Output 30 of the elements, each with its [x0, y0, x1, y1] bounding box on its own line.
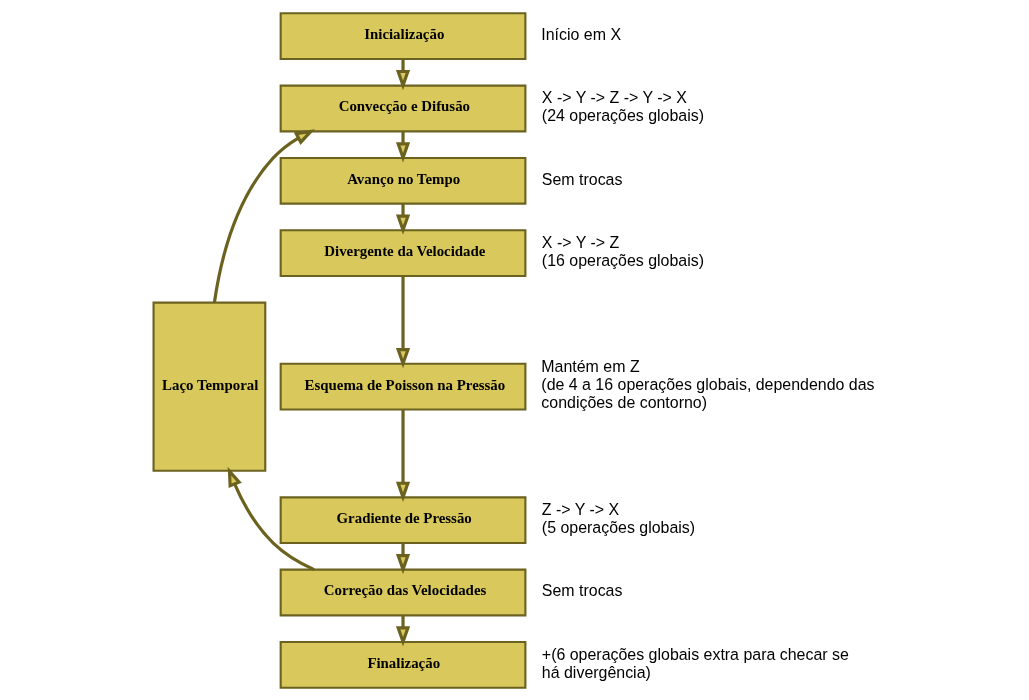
node-label: (24 operações globais): [541, 106, 704, 124]
arrow: [395, 130, 410, 162]
node-box: Convecção e Difusão: [279, 84, 526, 132]
arrow: [227, 466, 315, 571]
node-box: Inicialização: [279, 11, 526, 60]
node-label: X -> Y -> Z: [541, 233, 619, 251]
arrow: [395, 614, 410, 647]
node-box: Avanço no Tempo: [279, 156, 526, 205]
node-box: Divergente da Velocidade: [279, 228, 526, 277]
node-label: Z -> Y -> X: [541, 500, 619, 518]
node-box: Gradiente de Pressão: [279, 495, 526, 544]
arrow: [212, 128, 315, 303]
node-box: Esquema de Poisson na Pressão: [279, 362, 526, 411]
arrow: [395, 275, 410, 368]
arrow: [395, 58, 410, 90]
node-label: Sem trocas: [541, 581, 622, 599]
arrow: [395, 409, 410, 502]
node-box: Correção das Velocidades: [279, 568, 526, 616]
node-box: Finalização: [279, 640, 526, 689]
node-label: (5 operações globais): [541, 518, 695, 536]
node-label: X -> Y -> Z -> Y -> X: [541, 88, 687, 106]
node-box: Laço Temporal: [152, 301, 266, 472]
arrow: [395, 203, 410, 235]
node-label: (16 operações globais): [541, 251, 704, 269]
arrow: [395, 542, 410, 574]
node-label: Início em X: [540, 25, 621, 43]
node-label: (de 4 a 16 operações globais, dependendo das condições de contorno): [540, 375, 875, 411]
node-label: Sem trocas: [541, 170, 622, 188]
node-label: +(6 operações globais extra para checar se há divergência): [541, 645, 849, 681]
node-label: Mantém em Z: [540, 357, 640, 375]
